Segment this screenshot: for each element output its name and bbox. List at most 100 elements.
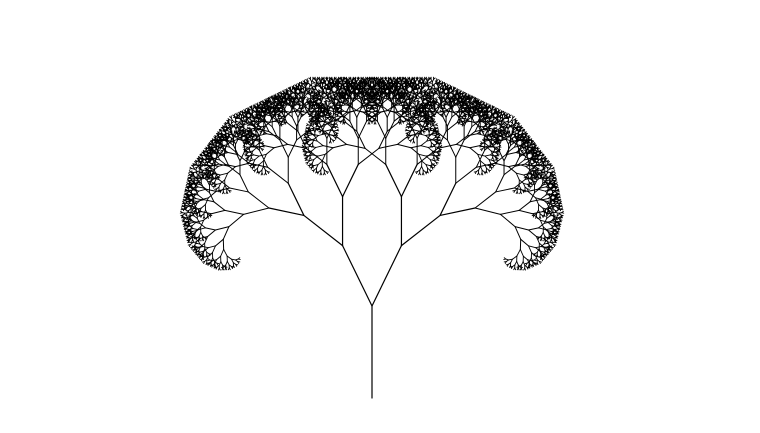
branch xyxy=(244,146,249,148)
branch xyxy=(259,139,263,142)
branch xyxy=(220,261,224,266)
branch xyxy=(239,151,245,162)
branch xyxy=(318,97,324,108)
branch xyxy=(289,107,293,113)
branch xyxy=(254,167,259,171)
branch xyxy=(326,87,329,90)
branch xyxy=(336,81,339,86)
branch xyxy=(193,211,202,214)
branch xyxy=(325,91,329,94)
branch xyxy=(227,118,231,121)
branch xyxy=(244,120,249,125)
branch xyxy=(199,175,202,178)
branch xyxy=(235,151,241,162)
branch xyxy=(224,129,228,131)
branch xyxy=(303,135,307,138)
branch xyxy=(333,123,337,126)
branch xyxy=(267,171,270,174)
branch xyxy=(209,264,212,267)
branch xyxy=(229,136,234,140)
branch xyxy=(187,244,191,246)
branch xyxy=(332,143,348,149)
branch xyxy=(248,127,253,130)
branch xyxy=(398,104,403,107)
branch xyxy=(194,208,198,210)
branch xyxy=(192,175,197,179)
branch xyxy=(189,212,195,218)
branch xyxy=(308,82,313,87)
branch xyxy=(255,143,260,147)
branch xyxy=(229,123,234,128)
branch xyxy=(243,207,270,215)
branch xyxy=(252,146,258,152)
branch xyxy=(194,190,200,195)
branch xyxy=(251,125,257,129)
branch xyxy=(192,163,196,166)
branch xyxy=(396,143,412,149)
branch xyxy=(187,228,192,232)
branch xyxy=(205,209,208,214)
branch xyxy=(307,98,312,105)
branch xyxy=(305,81,308,86)
branch xyxy=(261,142,264,144)
branch xyxy=(329,113,333,116)
branch xyxy=(217,138,220,141)
branch xyxy=(189,166,193,170)
branch xyxy=(307,143,311,146)
branch xyxy=(212,159,220,165)
branch xyxy=(188,216,191,221)
branch xyxy=(435,124,438,126)
branch xyxy=(255,123,259,125)
branch xyxy=(223,125,227,128)
branch xyxy=(257,110,261,113)
branch xyxy=(218,267,220,271)
branch xyxy=(190,221,195,224)
branch xyxy=(224,266,227,270)
branch xyxy=(202,161,208,166)
branch xyxy=(326,120,336,139)
branch xyxy=(233,115,237,118)
branch xyxy=(218,261,222,266)
branch xyxy=(231,258,236,261)
branch xyxy=(199,161,204,166)
branch xyxy=(229,187,249,193)
branch xyxy=(437,136,441,138)
branch xyxy=(298,86,301,91)
branch xyxy=(212,177,217,180)
branch xyxy=(250,162,254,166)
branch xyxy=(238,115,242,120)
branch xyxy=(250,156,252,160)
branch xyxy=(244,138,247,141)
branch xyxy=(437,134,441,136)
branch xyxy=(225,126,230,129)
branch xyxy=(239,136,243,139)
branch xyxy=(185,204,190,207)
branch xyxy=(279,115,283,118)
branch xyxy=(222,133,228,136)
branch xyxy=(402,102,408,104)
branch xyxy=(233,145,239,156)
branch xyxy=(322,113,327,118)
branch xyxy=(261,148,263,152)
branch xyxy=(216,262,219,266)
branch xyxy=(226,260,230,266)
branch xyxy=(197,186,205,189)
branch xyxy=(235,130,240,134)
branch xyxy=(218,136,222,138)
branch xyxy=(311,109,315,116)
branch xyxy=(343,81,347,84)
branch xyxy=(309,118,313,120)
branch xyxy=(253,133,260,136)
branch xyxy=(207,245,216,249)
branch xyxy=(205,254,208,258)
branch xyxy=(378,143,398,149)
branch xyxy=(196,211,201,215)
branch xyxy=(281,99,284,103)
branch xyxy=(224,121,228,125)
branch xyxy=(294,101,299,106)
branch xyxy=(208,149,212,151)
branch xyxy=(216,154,221,161)
branch xyxy=(226,141,231,148)
branch xyxy=(180,210,183,214)
